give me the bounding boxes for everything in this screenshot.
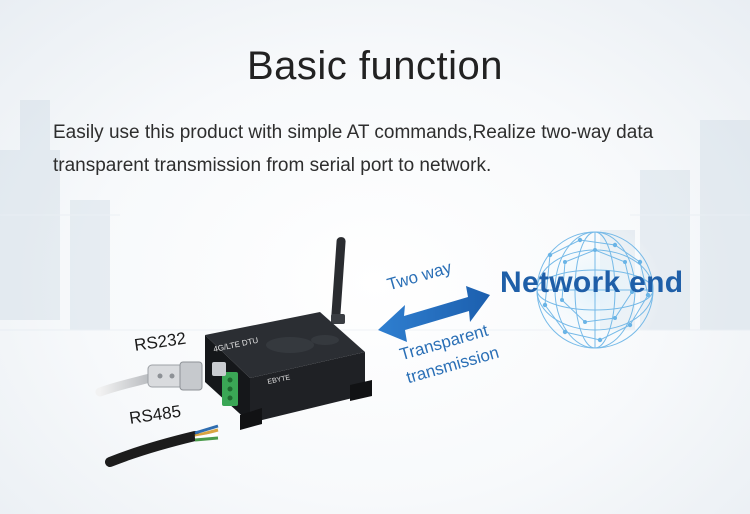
device-brand: EBYTE: [267, 374, 291, 386]
rs232-cable: [95, 361, 203, 397]
two-way-arrow: [378, 286, 490, 342]
dtu-device: 4G/LTE DTU EBYTE: [205, 312, 372, 430]
rs485-cable: [105, 424, 219, 467]
globe-icon: [527, 222, 663, 358]
description: Easily use this product with simple AT c…: [53, 122, 654, 176]
serial-port: [212, 362, 226, 376]
network-end-label: Network end: [500, 266, 684, 299]
antenna: [331, 237, 346, 324]
page-title: Basic function: [246, 44, 504, 88]
